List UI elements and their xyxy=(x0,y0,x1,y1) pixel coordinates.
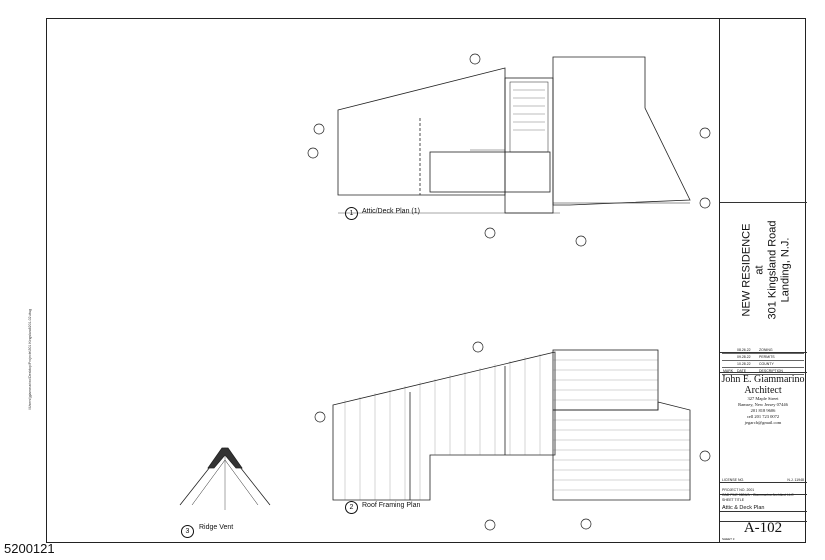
title-block xyxy=(719,18,807,543)
revision-header: MARK DATE DESCRIPTION xyxy=(722,368,804,375)
section-markers xyxy=(307,53,711,531)
roof-framing-plan xyxy=(332,349,691,501)
architect-phone-1: 201 818 9606 xyxy=(750,408,776,413)
sheet-title-label: SHEET TITLE xyxy=(722,498,745,502)
architect-block: John E. Giammarino Architect 327 Maple S… xyxy=(720,374,806,426)
project-line-2: at xyxy=(754,265,767,275)
sheet-label: SHEET 3 xyxy=(722,537,735,541)
revision-cell xyxy=(720,353,807,373)
license-cell xyxy=(720,483,807,495)
license-value: N.J. 11948 xyxy=(787,478,804,482)
title-block-blank-cell xyxy=(720,18,807,203)
architect-cell xyxy=(720,373,807,483)
sheet-number: A-102 xyxy=(743,520,783,536)
project-name-block: NEW RESIDENCE at 301 Kingsland Road Land… xyxy=(728,205,806,335)
revision-row: 08.26.22 ZONING xyxy=(722,347,804,354)
revision-table: 08.26.22 ZONING 09.28.22 PERMITS 10.28.2… xyxy=(722,347,804,375)
ridge-vent-detail xyxy=(179,447,271,510)
cad-label: CAD FILE xyxy=(722,493,738,497)
project-line-4: Landing, N.J. xyxy=(780,237,793,303)
project-line-1: NEW RESIDENCE xyxy=(741,223,754,317)
project-line-3: 301 Kingsland Road xyxy=(767,220,780,320)
view-number-1: 1 xyxy=(345,207,358,220)
architect-address-2: Ramsey, New Jersey 07446 xyxy=(738,402,788,407)
view-label-ridge-vent: Ridge Vent xyxy=(199,524,234,531)
sheet-title: Attic & Deck Plan xyxy=(722,505,765,511)
architect-title: Architect xyxy=(744,385,782,396)
architect-email: jegarch@gmail.com xyxy=(744,420,782,425)
project-meta: PROJECT NO. 2001 CAD FILE 0804/A - Giamm… xyxy=(722,488,804,503)
view-label-roof-framing: Roof Framing Plan xyxy=(362,502,421,509)
cad-file: 0804/A - Giammarino Architect LLC xyxy=(738,493,794,497)
sheet-title-cell xyxy=(720,512,807,522)
view-label-attic-deck: Attic/Deck Plan (1) xyxy=(362,208,420,215)
architect-address-1: 327 Maple Street xyxy=(747,396,779,401)
architect-name: John E. Giammarino xyxy=(721,374,805,385)
project-no: 2001 xyxy=(746,488,755,492)
project-no-cell xyxy=(720,495,807,512)
revision-row: 09.28.22 PERMITS xyxy=(722,354,804,361)
license-label: LICENSE NO. xyxy=(722,478,745,482)
attic-deck-plan xyxy=(337,56,691,214)
project-cell xyxy=(720,203,807,353)
project-no-label: PROJECT NO. xyxy=(722,488,746,492)
view-number-3: 3 xyxy=(181,525,194,538)
revision-row: 10.28.22 COUNTY xyxy=(722,361,804,368)
architect-phone-2: cell 201 723 0072 xyxy=(746,414,780,419)
listing-id: 5200121 xyxy=(4,541,55,556)
view-number-2: 2 xyxy=(345,501,358,514)
license-row: LICENSE NO. N.J. 11948 xyxy=(722,478,804,482)
drawing-sheet xyxy=(46,18,806,543)
file-path-text: \\Users\jgiammarino\Desktop\Projects\301… xyxy=(28,309,32,410)
